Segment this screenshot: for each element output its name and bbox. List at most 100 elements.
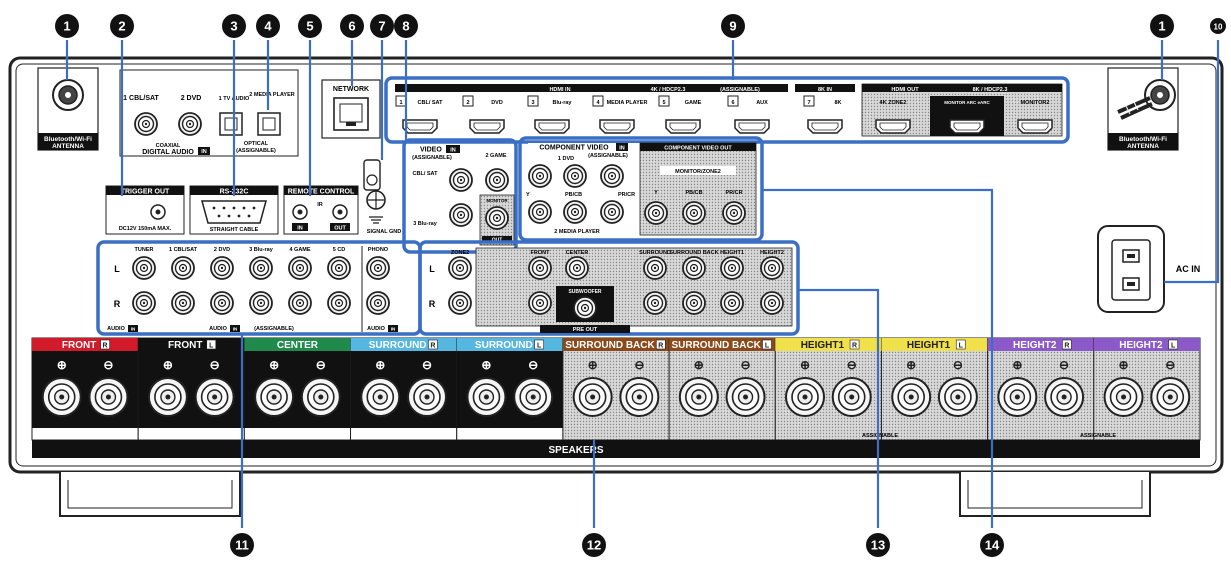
speaker-side-box	[206, 339, 217, 350]
hdmi-in-assignable: (ASSIGNABLE)	[720, 87, 760, 93]
speaker-side: L	[209, 343, 214, 350]
callout-number: 1	[63, 19, 70, 34]
callout-number: 8	[402, 19, 409, 34]
callout-badge-c7	[370, 14, 394, 38]
signal-gnd-section: SIGNAL GND	[363, 159, 401, 235]
speaker-binding-post-plus	[147, 377, 188, 417]
callout-number: 4	[264, 19, 272, 34]
audio-in-title-phono: AUDIO	[367, 326, 385, 332]
hdmi-in-2-port	[469, 119, 505, 134]
hdmi-in-1-port	[402, 119, 438, 134]
speaker-binding-post-minus	[937, 377, 978, 417]
pre-out-jack-r	[643, 291, 667, 315]
hdmi-in-7-port	[807, 119, 843, 134]
minus-icon: ⊖	[953, 358, 963, 372]
remote-in: IN	[297, 226, 303, 232]
rs232c-note: STRAIGHT CABLE	[210, 227, 259, 233]
audio-in-l: L	[114, 264, 120, 274]
speaker-side: R	[852, 343, 857, 350]
pre-out-jack-r	[528, 291, 552, 315]
digital-audio-in: IN	[201, 149, 207, 155]
minus-icon: ⊖	[741, 358, 751, 372]
callout-number: 9	[729, 19, 736, 34]
hdmi-in-num-box	[462, 95, 474, 107]
speaker-side: R	[103, 343, 108, 350]
callout-badge-c8	[394, 14, 418, 38]
audio-in-jack-r	[288, 291, 312, 315]
minus-icon: ⊖	[316, 358, 326, 372]
speaker-binding-post-minus	[513, 377, 554, 417]
rs232c-port	[201, 200, 267, 224]
speaker-label: HEIGHT2	[1013, 340, 1057, 351]
pre-out-label: SURROUND BACK	[669, 250, 718, 256]
speaker-label: SURROUND BACK	[671, 340, 761, 351]
speaker-label-bar	[562, 338, 670, 351]
remote-control-section: REMOTE CONTROL IR IN OUT	[283, 185, 359, 235]
plus-icon: ⊕	[1119, 358, 1129, 372]
hdmi-in-4-port	[599, 119, 635, 134]
plus-icon: ⊕	[57, 358, 67, 372]
component-in1-y	[528, 164, 552, 188]
pre-out-r: R	[429, 299, 436, 309]
trigger-section: TRIGGER OUT DC12V 150mA MAX.	[105, 185, 185, 235]
pre-out-subwoofer: SUBWOOFER	[568, 289, 601, 295]
hdmi-in-spec: 4K / HDCP2.3	[651, 87, 686, 93]
antenna-left-line2: ANTENNA	[52, 143, 84, 150]
audio-in-jack-l	[366, 256, 390, 280]
audio-in-r: R	[114, 299, 121, 309]
speaker-side-box	[762, 339, 772, 350]
hdmi-in-3-port	[534, 119, 570, 134]
video-in-1: CBL/ SAT	[413, 171, 439, 177]
pre-out-jack-r	[760, 291, 784, 315]
audio-in-jack-r	[171, 291, 195, 315]
audio-in-title-left: AUDIO	[107, 326, 125, 332]
pre-out-jack-l	[760, 256, 784, 280]
speaker-label: SURROUND BACK	[565, 340, 655, 351]
hdmi-out-monitor-port	[949, 119, 985, 134]
optical-in-2-label: 2 MEDIA PLAYER	[249, 92, 294, 98]
audio-in-label: 3 Blu-ray	[249, 247, 273, 253]
audio-in-jack-l	[132, 256, 156, 280]
pre-out-jack-l	[682, 256, 706, 280]
audio-in-label: 5 CD	[333, 247, 346, 253]
audio-in-jack-l	[171, 256, 195, 280]
component-assignable: (ASSIGNABLE)	[588, 153, 628, 159]
minus-icon: ⊖	[528, 358, 538, 372]
speaker-label: FRONT	[168, 340, 202, 351]
signal-gnd-label: SIGNAL GND	[367, 229, 401, 235]
minus-icon: ⊖	[103, 358, 113, 372]
video-in-2-jack	[485, 168, 509, 192]
callout-badge-c10	[1210, 18, 1226, 34]
audio-in-jack-l	[288, 256, 312, 280]
speaker-label: HEIGHT1	[907, 340, 951, 351]
audio-in-jack-r	[210, 291, 234, 315]
minus-icon: ⊖	[422, 358, 432, 372]
audio-in-in-left: IN	[131, 327, 136, 332]
video-in-2: 2 GAME	[485, 153, 506, 159]
audio-in-label: TUNER	[135, 247, 154, 253]
hdmi-out-monitor2: MONITOR2	[1021, 100, 1050, 106]
speaker-binding-post-plus	[891, 377, 932, 417]
hdmi-in-6-port	[734, 119, 770, 134]
speaker-side-box	[100, 339, 110, 350]
bluetooth-wifi-antenna-right: Bluetooth/Wi-Fi ANTENNA	[1107, 67, 1179, 151]
pre-out-jack-l	[720, 256, 744, 280]
audio-in-jack-r	[366, 291, 390, 315]
speaker-binding-post-plus	[785, 377, 826, 417]
speaker-binding-post-plus	[254, 377, 295, 417]
speaker-side-box	[955, 339, 966, 350]
hdmi-in-4-num: 4	[596, 100, 600, 106]
speakers-assignable-1: ASSIGNABLE	[862, 433, 898, 439]
speaker-side: R	[430, 343, 435, 350]
speaker-binding-post-minus	[194, 377, 235, 417]
network-section: NETWORK	[321, 79, 381, 139]
pre-out-jack-r	[682, 291, 706, 315]
video-section: VIDEO IN (ASSIGNABLE) CBL/ SAT 2 GAME 3 …	[402, 138, 518, 254]
hdmi-in-2-name: DVD	[491, 100, 503, 106]
trigger-title: TRIGGER OUT	[121, 189, 170, 196]
hdmi-in-num-box	[592, 95, 604, 107]
component-out-pr-jack	[722, 201, 746, 225]
plus-icon: ⊕	[906, 358, 916, 372]
